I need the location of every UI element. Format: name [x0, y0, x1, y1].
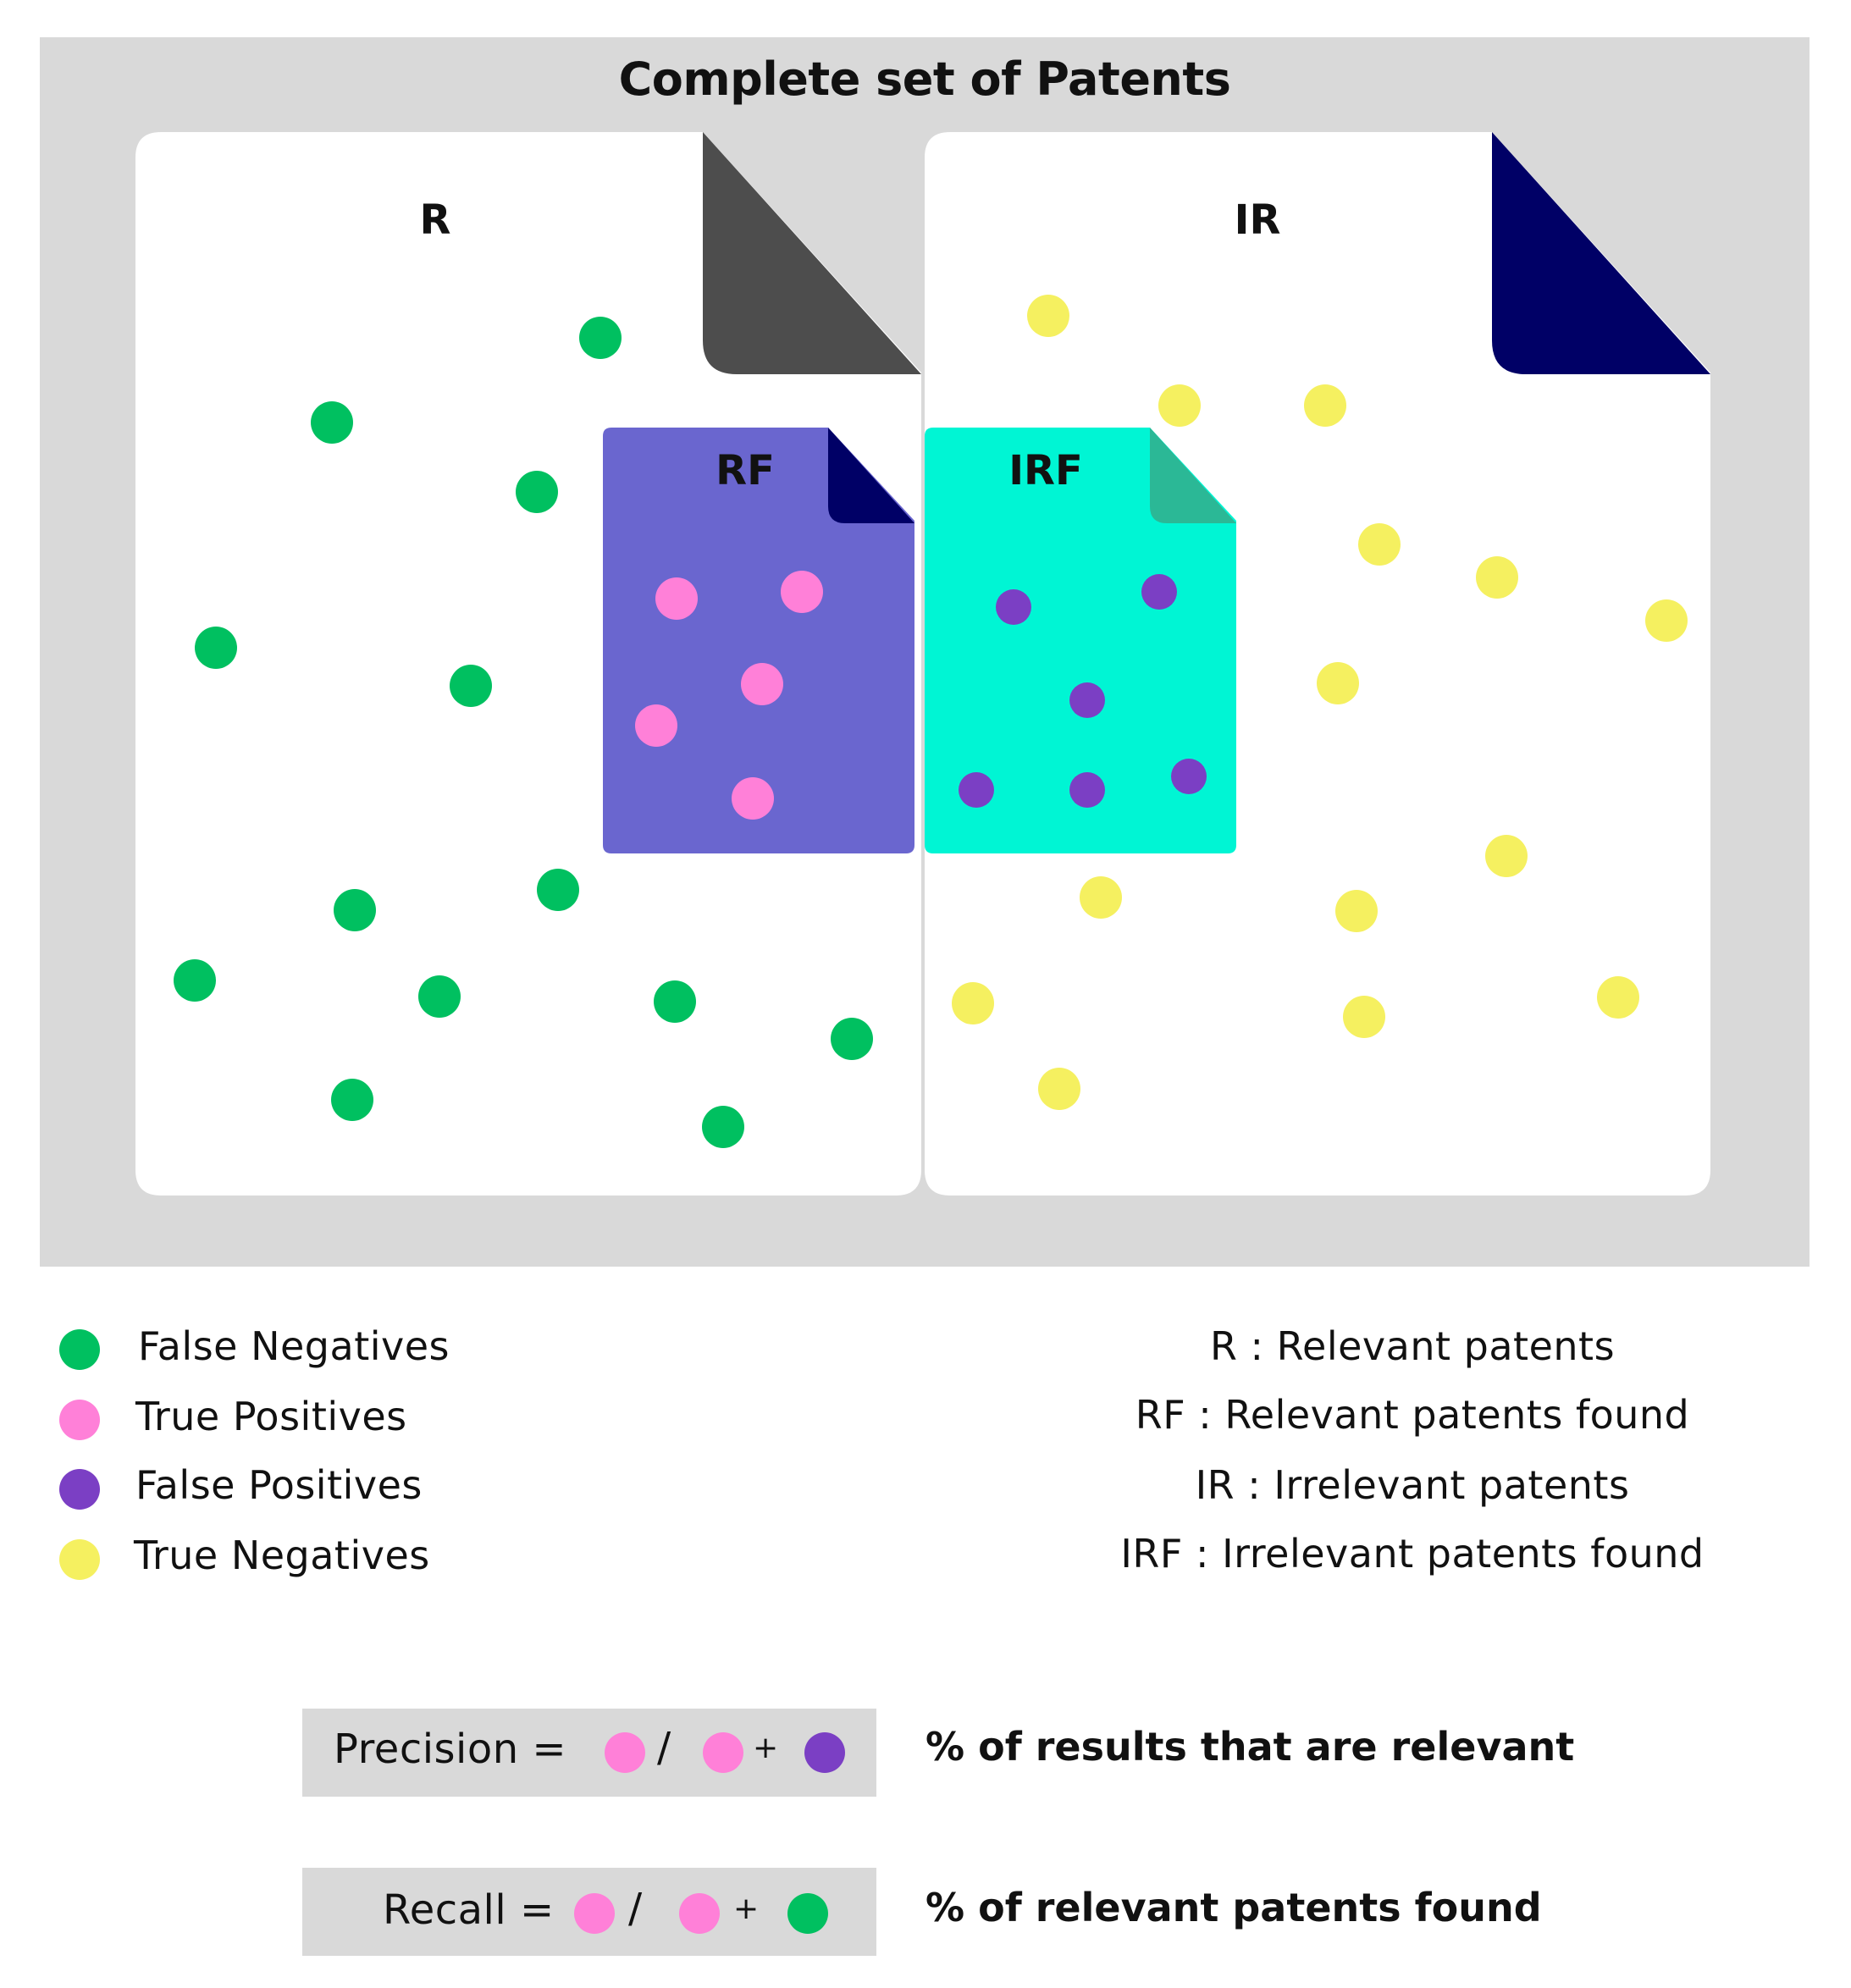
- relevant-found-document-label: RF: [716, 447, 775, 494]
- false-positive-icon: [804, 1732, 845, 1773]
- true-negative-dot: [1343, 996, 1385, 1038]
- false-negatives-legend-dot: [59, 1329, 100, 1370]
- false-negative-dot: [334, 889, 376, 931]
- true-negatives-legend-label: True Negatives: [134, 1532, 430, 1578]
- false-positive-dot: [996, 589, 1031, 625]
- division-slash: /: [628, 1885, 643, 1932]
- document-shapes: [135, 132, 1710, 1196]
- true-positive-icon: [605, 1732, 645, 1773]
- false-positives-legend-label: False Positives: [135, 1462, 423, 1508]
- recall-description: % of relevant patents found: [926, 1885, 1542, 1930]
- plus-sign: +: [733, 1891, 760, 1926]
- false-negative-dot: [311, 401, 353, 444]
- true-positive-dot: [732, 777, 774, 820]
- false-negative-dot: [537, 869, 579, 911]
- false-negatives-legend-label: False Negatives: [138, 1323, 450, 1369]
- irrelevant-found-document-label: IRF: [1008, 447, 1083, 494]
- definition-relevant-found: RF : Relevant patents found: [1135, 1392, 1690, 1438]
- true-negative-dot: [952, 982, 994, 1024]
- false-positive-dot: [1171, 759, 1207, 794]
- relevant-found-document-fold: [828, 428, 914, 523]
- true-negative-dot: [1476, 556, 1518, 599]
- false-positives-legend-dot: [59, 1469, 100, 1510]
- true-negative-dot: [1335, 890, 1378, 932]
- false-negative-dot: [831, 1018, 873, 1060]
- true-positive-dot: [781, 571, 823, 613]
- definition-irrelevant: IR : Irrelevant patents: [1195, 1462, 1630, 1508]
- precision-description: % of results that are relevant: [926, 1724, 1575, 1770]
- true-positive-icon: [703, 1732, 743, 1773]
- relevant-document-fold: [703, 132, 921, 374]
- true-negative-dot: [1080, 876, 1122, 919]
- true-negative-dot: [1358, 523, 1401, 566]
- irrelevant-document: [925, 132, 1710, 1196]
- true-negative-dot: [1485, 835, 1528, 877]
- false-negative-dot: [418, 975, 461, 1018]
- panel-title: Complete set of Patents: [618, 52, 1231, 106]
- true-negative-dot: [1158, 384, 1201, 427]
- false-negative-dot: [174, 959, 216, 1002]
- false-negative-dot: [654, 980, 696, 1023]
- true-positive-dot: [635, 704, 677, 747]
- true-positive-dot: [655, 577, 698, 620]
- true-negative-dot: [1317, 662, 1359, 704]
- true-negatives-legend-dot: [59, 1539, 100, 1580]
- true-negative-dot: [1597, 976, 1639, 1019]
- false-negative-dot: [331, 1079, 373, 1121]
- true-positive-icon: [679, 1893, 720, 1934]
- true-negative-dot: [1304, 384, 1346, 427]
- false-negative-dot: [579, 317, 622, 359]
- recall-label: Recall =: [383, 1886, 555, 1934]
- true-negative-dot: [1645, 599, 1688, 642]
- true-positive-icon: [574, 1893, 615, 1934]
- definition-irrelevant-found: IRF : Irrelevant patents found: [1120, 1531, 1705, 1577]
- false-positive-dot: [1141, 574, 1177, 610]
- precision-formula-box: [302, 1709, 876, 1797]
- true-positives-legend-dot: [59, 1400, 100, 1440]
- false-negative-dot: [450, 665, 492, 707]
- true-negative-dot: [1027, 295, 1069, 337]
- false-negative-dot: [702, 1106, 744, 1148]
- irrelevant-found-document: [925, 428, 1236, 853]
- false-negative-icon: [787, 1893, 828, 1934]
- false-negative-dot: [516, 471, 558, 513]
- false-negative-dot: [195, 627, 237, 669]
- irrelevant-document-fold: [1492, 132, 1710, 374]
- irrelevant-document-label: IR: [1234, 196, 1281, 244]
- relevant-document-label: R: [419, 196, 451, 244]
- false-positive-dot: [959, 772, 994, 808]
- true-positive-dot: [741, 663, 783, 705]
- true-negative-dot: [1038, 1068, 1080, 1110]
- irrelevant-found-document-fold: [1150, 428, 1236, 523]
- division-slash: /: [657, 1724, 671, 1771]
- precision-label: Precision =: [334, 1726, 567, 1773]
- false-positive-dot: [1069, 682, 1105, 718]
- plus-sign: +: [753, 1731, 779, 1765]
- relevant-found-document: [603, 428, 914, 853]
- true-positives-legend-label: True Positives: [135, 1394, 407, 1439]
- false-positive-dot: [1069, 772, 1105, 808]
- definition-relevant: R : Relevant patents: [1209, 1323, 1616, 1369]
- relevant-document: [135, 132, 921, 1196]
